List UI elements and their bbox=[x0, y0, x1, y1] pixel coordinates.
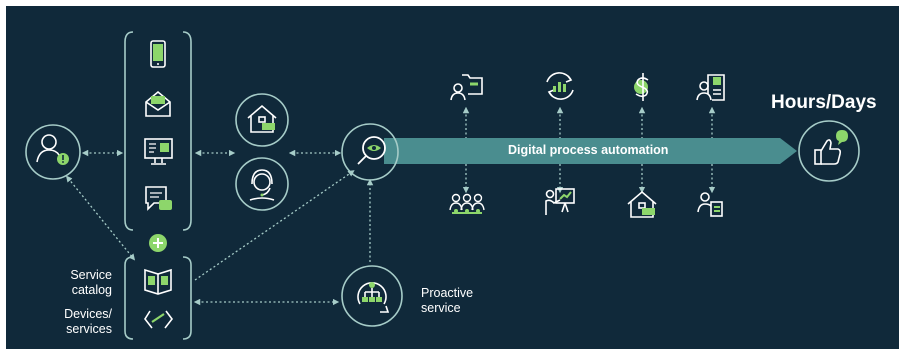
proactive-workflow-icon bbox=[357, 282, 390, 313]
channels-bracket bbox=[124, 31, 192, 231]
chat-bubble-icon bbox=[145, 186, 172, 211]
home-payment-icon bbox=[247, 104, 277, 133]
user-group-icon bbox=[449, 193, 485, 214]
user-clipboard-icon bbox=[697, 192, 723, 217]
result-node bbox=[798, 120, 860, 182]
devices-services-label: Devices/ services bbox=[64, 307, 112, 336]
user-alert-node bbox=[25, 124, 81, 180]
service-catalog-label: Service catalog bbox=[70, 268, 112, 297]
background-panel bbox=[6, 6, 899, 349]
automation-bar bbox=[384, 138, 797, 164]
home-payment-icon bbox=[627, 190, 657, 218]
connector-catalog-hub bbox=[194, 170, 355, 281]
dollar-sign-icon bbox=[634, 73, 649, 101]
connector-lines bbox=[65, 106, 716, 306]
open-book-icon bbox=[144, 268, 172, 295]
envelope-icon bbox=[145, 90, 171, 117]
smartphone-icon bbox=[150, 40, 166, 68]
automation-bar-label: Digital process automation bbox=[508, 143, 669, 157]
user-folder-icon bbox=[450, 74, 483, 101]
proactive-node bbox=[341, 265, 403, 327]
plus-icon bbox=[149, 234, 167, 252]
headset-agent-icon bbox=[249, 169, 275, 201]
thumbs-up-icon bbox=[814, 130, 848, 165]
presenter-icon bbox=[545, 188, 575, 215]
proactive-service-label: Proactive service bbox=[421, 286, 474, 315]
device-arrows-icon bbox=[144, 310, 174, 329]
magnifier-eye-icon bbox=[357, 136, 386, 165]
catalog-bracket bbox=[124, 256, 192, 340]
refresh-chart-icon bbox=[546, 72, 574, 100]
computer-monitor-icon bbox=[144, 138, 173, 165]
user-alert-icon bbox=[36, 134, 60, 163]
user-building-icon bbox=[696, 74, 725, 101]
hub-node bbox=[341, 123, 399, 181]
diagram-title: Hours/Days bbox=[771, 92, 877, 113]
agent-node bbox=[235, 157, 289, 211]
home-payment-node bbox=[235, 93, 289, 147]
connector-user-catalog bbox=[65, 175, 136, 261]
